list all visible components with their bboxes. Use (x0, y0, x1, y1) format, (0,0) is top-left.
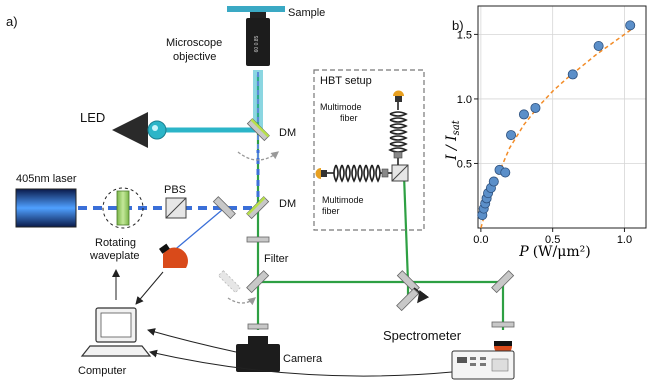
data-point (567, 69, 578, 80)
spectrometer-label: Spectrometer (383, 328, 462, 343)
flip-mirror-ghost (217, 270, 241, 294)
y-tick-label: 1.5 (457, 29, 472, 41)
mmf-left-label-1: Multimode (322, 195, 364, 205)
computer-icon (80, 307, 152, 357)
led-source (112, 112, 167, 148)
spectrometer-instrument (451, 350, 515, 380)
mmf-top-label-2: fiber (340, 113, 358, 123)
pbs-label: PBS (164, 184, 186, 196)
data-point (488, 176, 499, 187)
microscope-objective: 60 0.85 (227, 6, 285, 66)
dm-bottom-label: DM (279, 198, 296, 210)
y-axis-label: I / Isat (444, 119, 462, 161)
x-axis-label: P(W/μm²) (518, 244, 590, 260)
spectrometer-mirror-3 (491, 270, 515, 294)
hbt-top-detector (393, 90, 404, 102)
data-point (593, 41, 604, 52)
objective-marking: 60 0.85 (254, 35, 260, 52)
objective-label-1: Microscope (166, 37, 222, 49)
filter (246, 236, 270, 243)
y-tick-label: 1.0 (457, 94, 472, 106)
camera (236, 323, 280, 372)
x-tick-label: 0.5 (545, 234, 560, 246)
detector-pbs (159, 243, 188, 268)
laser-label: 405nm laser (16, 173, 77, 185)
led-label: LED (80, 110, 105, 125)
mirror-laser (212, 196, 236, 220)
spectrometer-lens (491, 321, 515, 328)
y-tick-label: 0.5 (457, 158, 472, 170)
data-point (518, 109, 529, 120)
hbt-couplers (381, 151, 403, 178)
data-point (500, 167, 511, 178)
dm-flip-arrow (237, 151, 280, 161)
data-point (625, 20, 636, 31)
connection-arrows (112, 269, 453, 377)
hbt-setup-box (313, 69, 425, 231)
plot-frame (477, 5, 647, 229)
chart-power-saturation: 0.0 0.5 1.0 0.5 1.0 1.5 P(W/μm²) I / Isat (444, 5, 647, 260)
chart-ticks: 0.0 0.5 1.0 0.5 1.0 1.5 (457, 29, 632, 246)
dm-top-label: DM (279, 127, 296, 139)
data-point (530, 102, 541, 113)
x-tick-label: 0.0 (473, 234, 488, 246)
camera-label: Camera (283, 353, 323, 365)
spectrometer-mirror-2 (396, 288, 420, 312)
pbs-cube (165, 197, 187, 219)
data-point (506, 130, 517, 141)
flip-mirror (246, 270, 270, 294)
flip-arrow (227, 297, 256, 306)
dichroic-mirror-top (246, 118, 270, 142)
panel-b-label: b) (452, 18, 464, 33)
dichroic-mirror-bottom (246, 196, 270, 220)
spectrometer-flip-arrow (413, 287, 430, 304)
data-points (477, 20, 636, 221)
cyan-beam (160, 70, 263, 160)
fit-curve (480, 28, 633, 229)
mmf-top-label-1: Multimode (320, 102, 362, 112)
rotating-waveplate (102, 187, 144, 229)
hbt-beamsplitter (391, 164, 409, 182)
waveplate-label-2: waveplate (89, 250, 140, 262)
x-tick-label: 1.0 (617, 234, 632, 246)
objective-label-2: objective (173, 51, 216, 63)
hbt-setup-label: HBT setup (320, 75, 372, 87)
waveplate-label-1: Rotating (95, 237, 136, 249)
chart-grid (478, 6, 646, 228)
hbt-left-detector (315, 168, 327, 179)
computer-label: Computer (78, 365, 127, 377)
laser-source (15, 188, 77, 228)
sample-label: Sample (288, 7, 325, 19)
mmf-left-label-2: fiber (322, 206, 340, 216)
filter-label: Filter (264, 253, 289, 265)
panel-a-label: a) (6, 14, 18, 29)
